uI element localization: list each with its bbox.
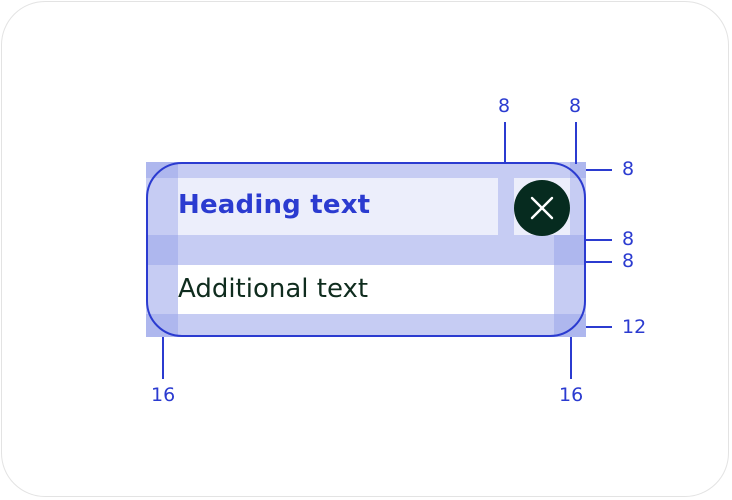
padding-top <box>146 162 586 178</box>
corner-overlap-mid-left <box>146 235 178 265</box>
dimension-label-right-bottom: 12 <box>622 316 647 338</box>
heading-content-area <box>178 178 498 235</box>
dimension-label-right-under-heading: 8 <box>622 228 635 250</box>
dimension-label-close-right: 8 <box>569 95 582 117</box>
dimension-line-right-bottom <box>586 326 612 328</box>
close-button-padding-left <box>498 178 514 235</box>
dimension-line-right-top <box>586 169 612 171</box>
dimension-line-right-under-heading <box>586 239 612 241</box>
dimension-line-bottom-left <box>162 337 164 379</box>
padding-left <box>146 178 178 314</box>
dimension-line-close-left <box>504 122 506 164</box>
dimension-label-bottom-right: 16 <box>559 384 584 406</box>
dimension-label-bottom-left: 16 <box>151 384 176 406</box>
dimension-line-right-above-additional <box>586 261 612 263</box>
dimension-label-close-left: 8 <box>498 95 511 117</box>
dimension-label-right-top: 8 <box>622 158 635 180</box>
additional-text: Additional text <box>178 274 369 304</box>
heading-text: Heading text <box>178 190 371 220</box>
corner-overlap-mid-right <box>554 235 586 265</box>
notification-card-outline <box>146 162 586 337</box>
close-icon <box>530 196 554 220</box>
gap-between-rows <box>178 235 586 265</box>
close-button[interactable] <box>514 180 570 236</box>
dimension-line-close-right <box>575 122 577 164</box>
dimension-line-bottom-right <box>570 337 572 379</box>
dimension-label-right-above-additional: 8 <box>622 250 635 272</box>
padding-bottom <box>146 314 586 337</box>
